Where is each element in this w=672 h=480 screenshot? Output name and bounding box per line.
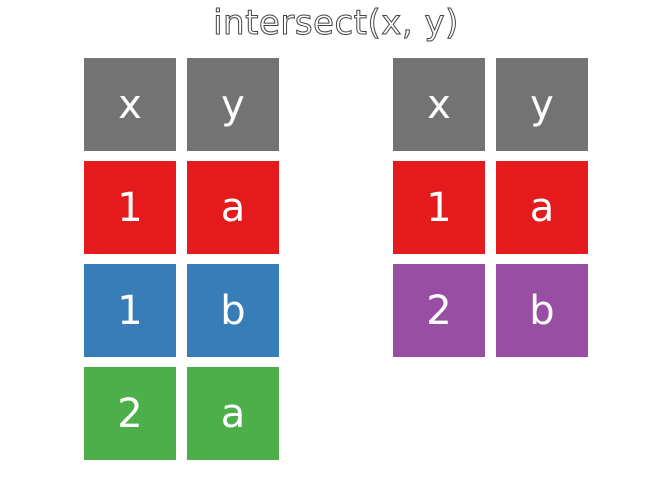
header-cell-x: x: [84, 58, 176, 151]
header-row: x y: [84, 58, 279, 151]
table-x: x y 1 a 1 b 2 a: [84, 58, 279, 470]
cell-y: a: [187, 367, 279, 460]
table-row: 1 a: [84, 161, 279, 254]
table-row: 2 a: [84, 367, 279, 460]
header-cell-x: x: [393, 58, 485, 151]
header-cell-y: y: [496, 58, 588, 151]
table-row: 2 b: [393, 264, 588, 357]
cell-x: 1: [393, 161, 485, 254]
cell-x: 1: [84, 264, 176, 357]
table-y: x y 1 a 2 b: [393, 58, 588, 367]
cell-y: b: [496, 264, 588, 357]
diagram-title: intersect(x, y): [213, 3, 459, 44]
header-cell-y: y: [187, 58, 279, 151]
cell-x: 2: [393, 264, 485, 357]
cell-y: a: [496, 161, 588, 254]
table-row: 1 a: [393, 161, 588, 254]
header-row: x y: [393, 58, 588, 151]
cell-x: 2: [84, 367, 176, 460]
cell-x: 1: [84, 161, 176, 254]
table-row: 1 b: [84, 264, 279, 357]
cell-y: b: [187, 264, 279, 357]
cell-y: a: [187, 161, 279, 254]
